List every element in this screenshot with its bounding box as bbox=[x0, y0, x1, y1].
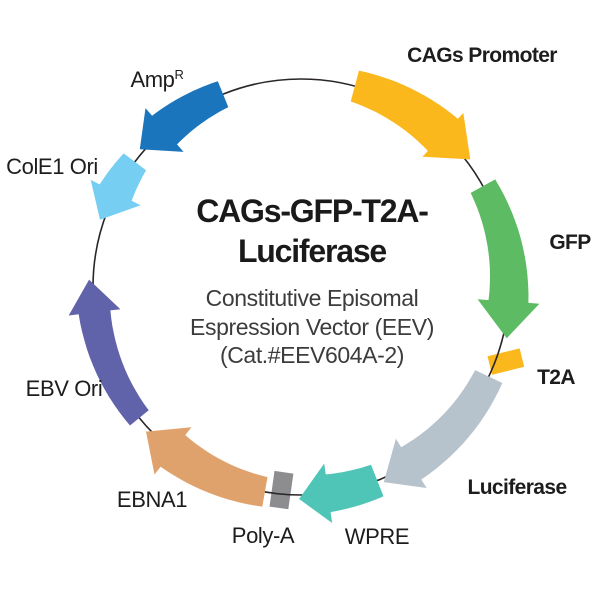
cole1-ori-shape bbox=[90, 153, 147, 220]
label-poly-a: Poly-A bbox=[231, 523, 295, 548]
ampr-superscript: R bbox=[174, 66, 184, 82]
vector-title-line1: CAGs-GFP-T2A- bbox=[196, 193, 429, 229]
label-luciferase: Luciferase bbox=[467, 476, 567, 499]
gfp-shape bbox=[470, 179, 540, 339]
vector-title-line2: Luciferase bbox=[237, 232, 387, 269]
poly-a-shape bbox=[269, 470, 294, 510]
vector-subtitle-line2: Espression Vector (EEV) bbox=[190, 313, 434, 340]
luciferase-shape bbox=[383, 370, 503, 488]
wpre-shape bbox=[299, 463, 384, 523]
ampr-shape bbox=[139, 81, 229, 152]
label-ebv-ori: EBV Ori bbox=[25, 376, 103, 401]
t2a-shape bbox=[487, 348, 525, 375]
vector-subtitle-line3: (Cat.#EEV604A-2) bbox=[219, 342, 405, 369]
vector-subtitle: Constitutive Episomal Espression Vector … bbox=[132, 284, 492, 370]
ebv-ori-shape bbox=[68, 279, 149, 426]
label-ampr: AmpR bbox=[130, 66, 184, 93]
label-gfp: GFP bbox=[549, 231, 591, 254]
label-cole1-ori: ColE1 Ori bbox=[6, 154, 98, 179]
ebna1-shape bbox=[146, 427, 268, 507]
vector-title: CAGs-GFP-T2A- Luciferase bbox=[132, 192, 492, 271]
label-t2a: T2A bbox=[537, 366, 575, 389]
label-wpre: WPRE bbox=[344, 524, 410, 549]
label-ebna1: EBNA1 bbox=[116, 487, 188, 512]
cags-promoter-shape bbox=[350, 70, 471, 160]
vector-subtitle-line1: Constitutive Episomal bbox=[205, 285, 419, 312]
vector-title-block: CAGs-GFP-T2A- Luciferase Constitutive Ep… bbox=[132, 192, 492, 370]
label-cags-promoter: CAGs Promoter bbox=[407, 44, 557, 67]
